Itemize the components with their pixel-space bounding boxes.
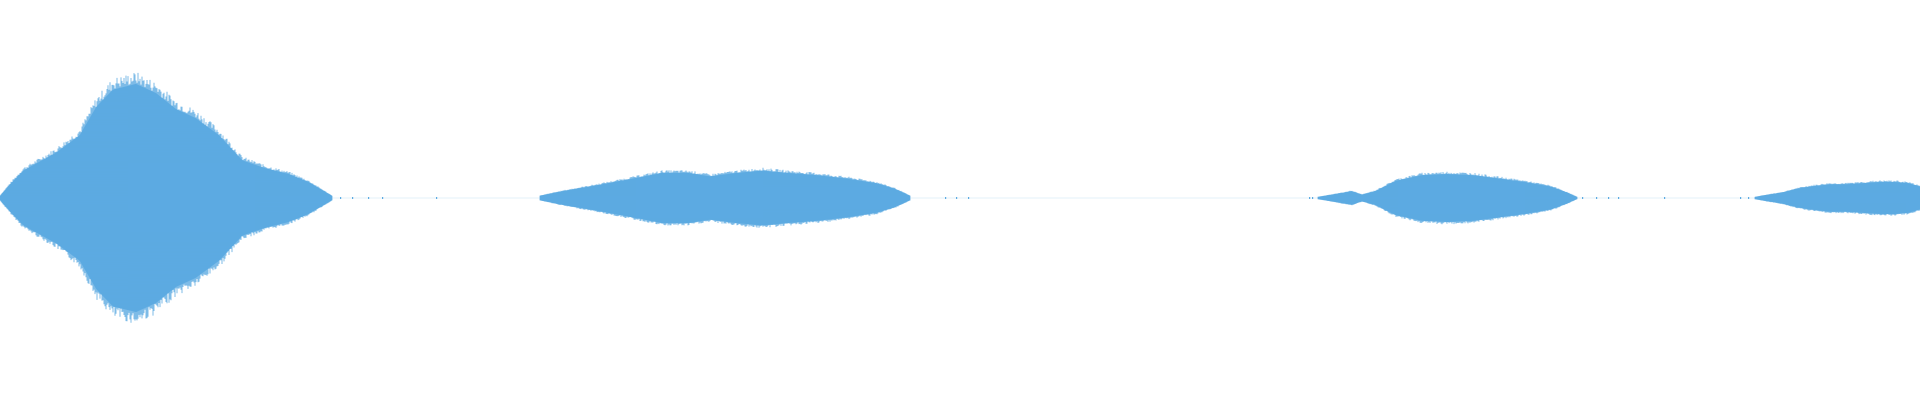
gap-dot-17 bbox=[1312, 197, 1314, 199]
gap-dot-2 bbox=[352, 197, 354, 199]
gap-dot-1 bbox=[340, 197, 342, 199]
gap-dot-14 bbox=[1664, 197, 1666, 199]
gap-dot-16 bbox=[1748, 197, 1750, 199]
waveform-spikes bbox=[0, 72, 333, 323]
gap-dot-4 bbox=[382, 197, 384, 199]
gap-dot-15 bbox=[1740, 197, 1742, 199]
gap-dot-11 bbox=[1596, 197, 1598, 199]
gap-dot-13 bbox=[1618, 197, 1620, 199]
gap-dot-6 bbox=[945, 197, 947, 199]
waveform-spikes bbox=[539, 167, 911, 228]
gap-dot-7 bbox=[956, 197, 958, 199]
gap-dot-5 bbox=[436, 197, 438, 199]
waveform-segment-1 bbox=[0, 72, 333, 323]
gap-dot-8 bbox=[968, 197, 970, 199]
waveform-segment-3 bbox=[1317, 171, 1578, 225]
gap-dot-10 bbox=[1582, 197, 1584, 199]
waveform-spikes bbox=[1317, 171, 1578, 225]
gap-dot-9 bbox=[1309, 197, 1311, 199]
waveform-segment-2 bbox=[539, 167, 911, 228]
waveform-segment-4 bbox=[1754, 180, 1920, 216]
waveform-spikes bbox=[1754, 180, 1920, 216]
gap-dot-3 bbox=[368, 197, 370, 199]
gap-dot-12 bbox=[1608, 197, 1610, 199]
